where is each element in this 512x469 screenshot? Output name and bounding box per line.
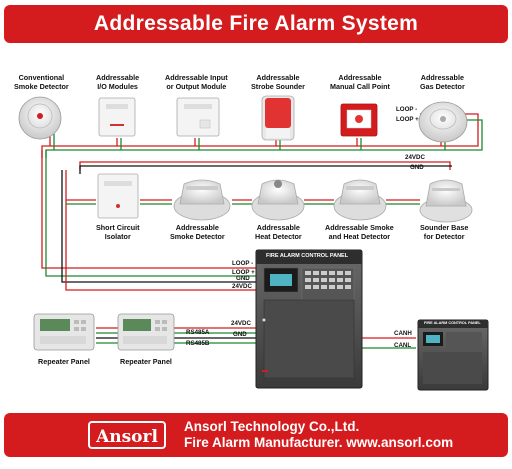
wire-label-loop-minus: LOOP - <box>232 260 254 267</box>
label-smoke-heat-detector: Addressable Smoke and Heat Detector <box>325 223 394 241</box>
wire-label-24vdc: 24VDC <box>232 283 252 290</box>
wire-label-loop-plus-top: LOOP + <box>396 116 419 123</box>
wire-label-gnd: GND <box>236 275 250 282</box>
company-info: Ansorl Technology Co.,Ltd. Fire Alarm Ma… <box>184 419 453 451</box>
sounder-base-detector <box>419 179 473 223</box>
company-name: Ansorl Technology Co.,Ltd. <box>184 419 360 434</box>
company-tagline: Fire Alarm Manufacturer. www.ansorl.com <box>184 435 454 450</box>
label-repeater-panel-2: Repeater Panel <box>120 357 172 366</box>
brand-logo: Ansorl <box>88 421 166 449</box>
wire-label-gnd-top: GND <box>410 164 424 171</box>
wire-label-24vdc-repeater: 24VDC <box>231 320 251 327</box>
short-circuit-isolator <box>97 173 139 219</box>
wire-label-rs485b: RS485B <box>186 340 210 347</box>
smoke-detector <box>173 179 231 221</box>
heat-detector <box>251 179 305 221</box>
label-short-circuit-isolator: Short Circuit Isolator <box>96 223 140 241</box>
label-sounder-base: Sounder Base for Detector <box>420 223 469 241</box>
page-title: Addressable Fire Alarm System <box>93 12 419 35</box>
io-module <box>176 97 220 137</box>
strobe-sounder <box>261 95 295 141</box>
wire-label-24vdc-top: 24VDC <box>405 154 425 161</box>
wire-label-canh: CANH <box>394 330 412 337</box>
smoke-heat-detector <box>333 179 387 221</box>
conventional-smoke-detector <box>18 96 62 140</box>
gas-detector <box>418 101 468 143</box>
label-heat-detector: Addressable Heat Detector <box>255 223 302 241</box>
label-gas-detector: Addressable Gas Detector <box>420 73 465 91</box>
wire-label-canl: CANL <box>394 342 412 349</box>
footer-banner: Ansorl Ansorl Technology Co.,Ltd. Fire A… <box>4 413 508 457</box>
header-banner: Addressable Fire Alarm System <box>4 5 508 43</box>
repeater-panel-2 <box>117 313 175 351</box>
manual-call-point <box>340 103 378 137</box>
wire-label-rs485a: RS485A <box>186 329 210 336</box>
panel-title: FIRE ALARM CONTROL PANEL <box>266 253 349 259</box>
label-io-modules: Addressable I/O Modules <box>96 73 140 91</box>
wire-label-loop-plus: LOOP + <box>232 269 255 276</box>
label-strobe-sounder: Addressable Strobe Sounder <box>251 73 305 91</box>
repeater-panel-1 <box>33 313 95 351</box>
label-repeater-panel-1: Repeater Panel <box>38 357 90 366</box>
networked-control-panel <box>417 319 489 391</box>
small-panel-title: FIRE ALARM CONTROL PANEL <box>424 321 481 325</box>
wire-label-loop-minus-top: LOOP - <box>396 106 418 113</box>
fire-alarm-control-panel <box>255 249 363 389</box>
label-smoke-detector: Addressable Smoke Detector <box>170 223 225 241</box>
label-conventional-smoke-detector: Conventional Smoke Detector <box>14 73 69 91</box>
label-io-module: Addressable Input or Output Module <box>165 73 228 91</box>
wire-label-gnd-repeater: GND <box>233 331 247 338</box>
io-modules <box>98 97 136 137</box>
label-manual-call-point: Addressable Manual Call Point <box>330 73 390 91</box>
